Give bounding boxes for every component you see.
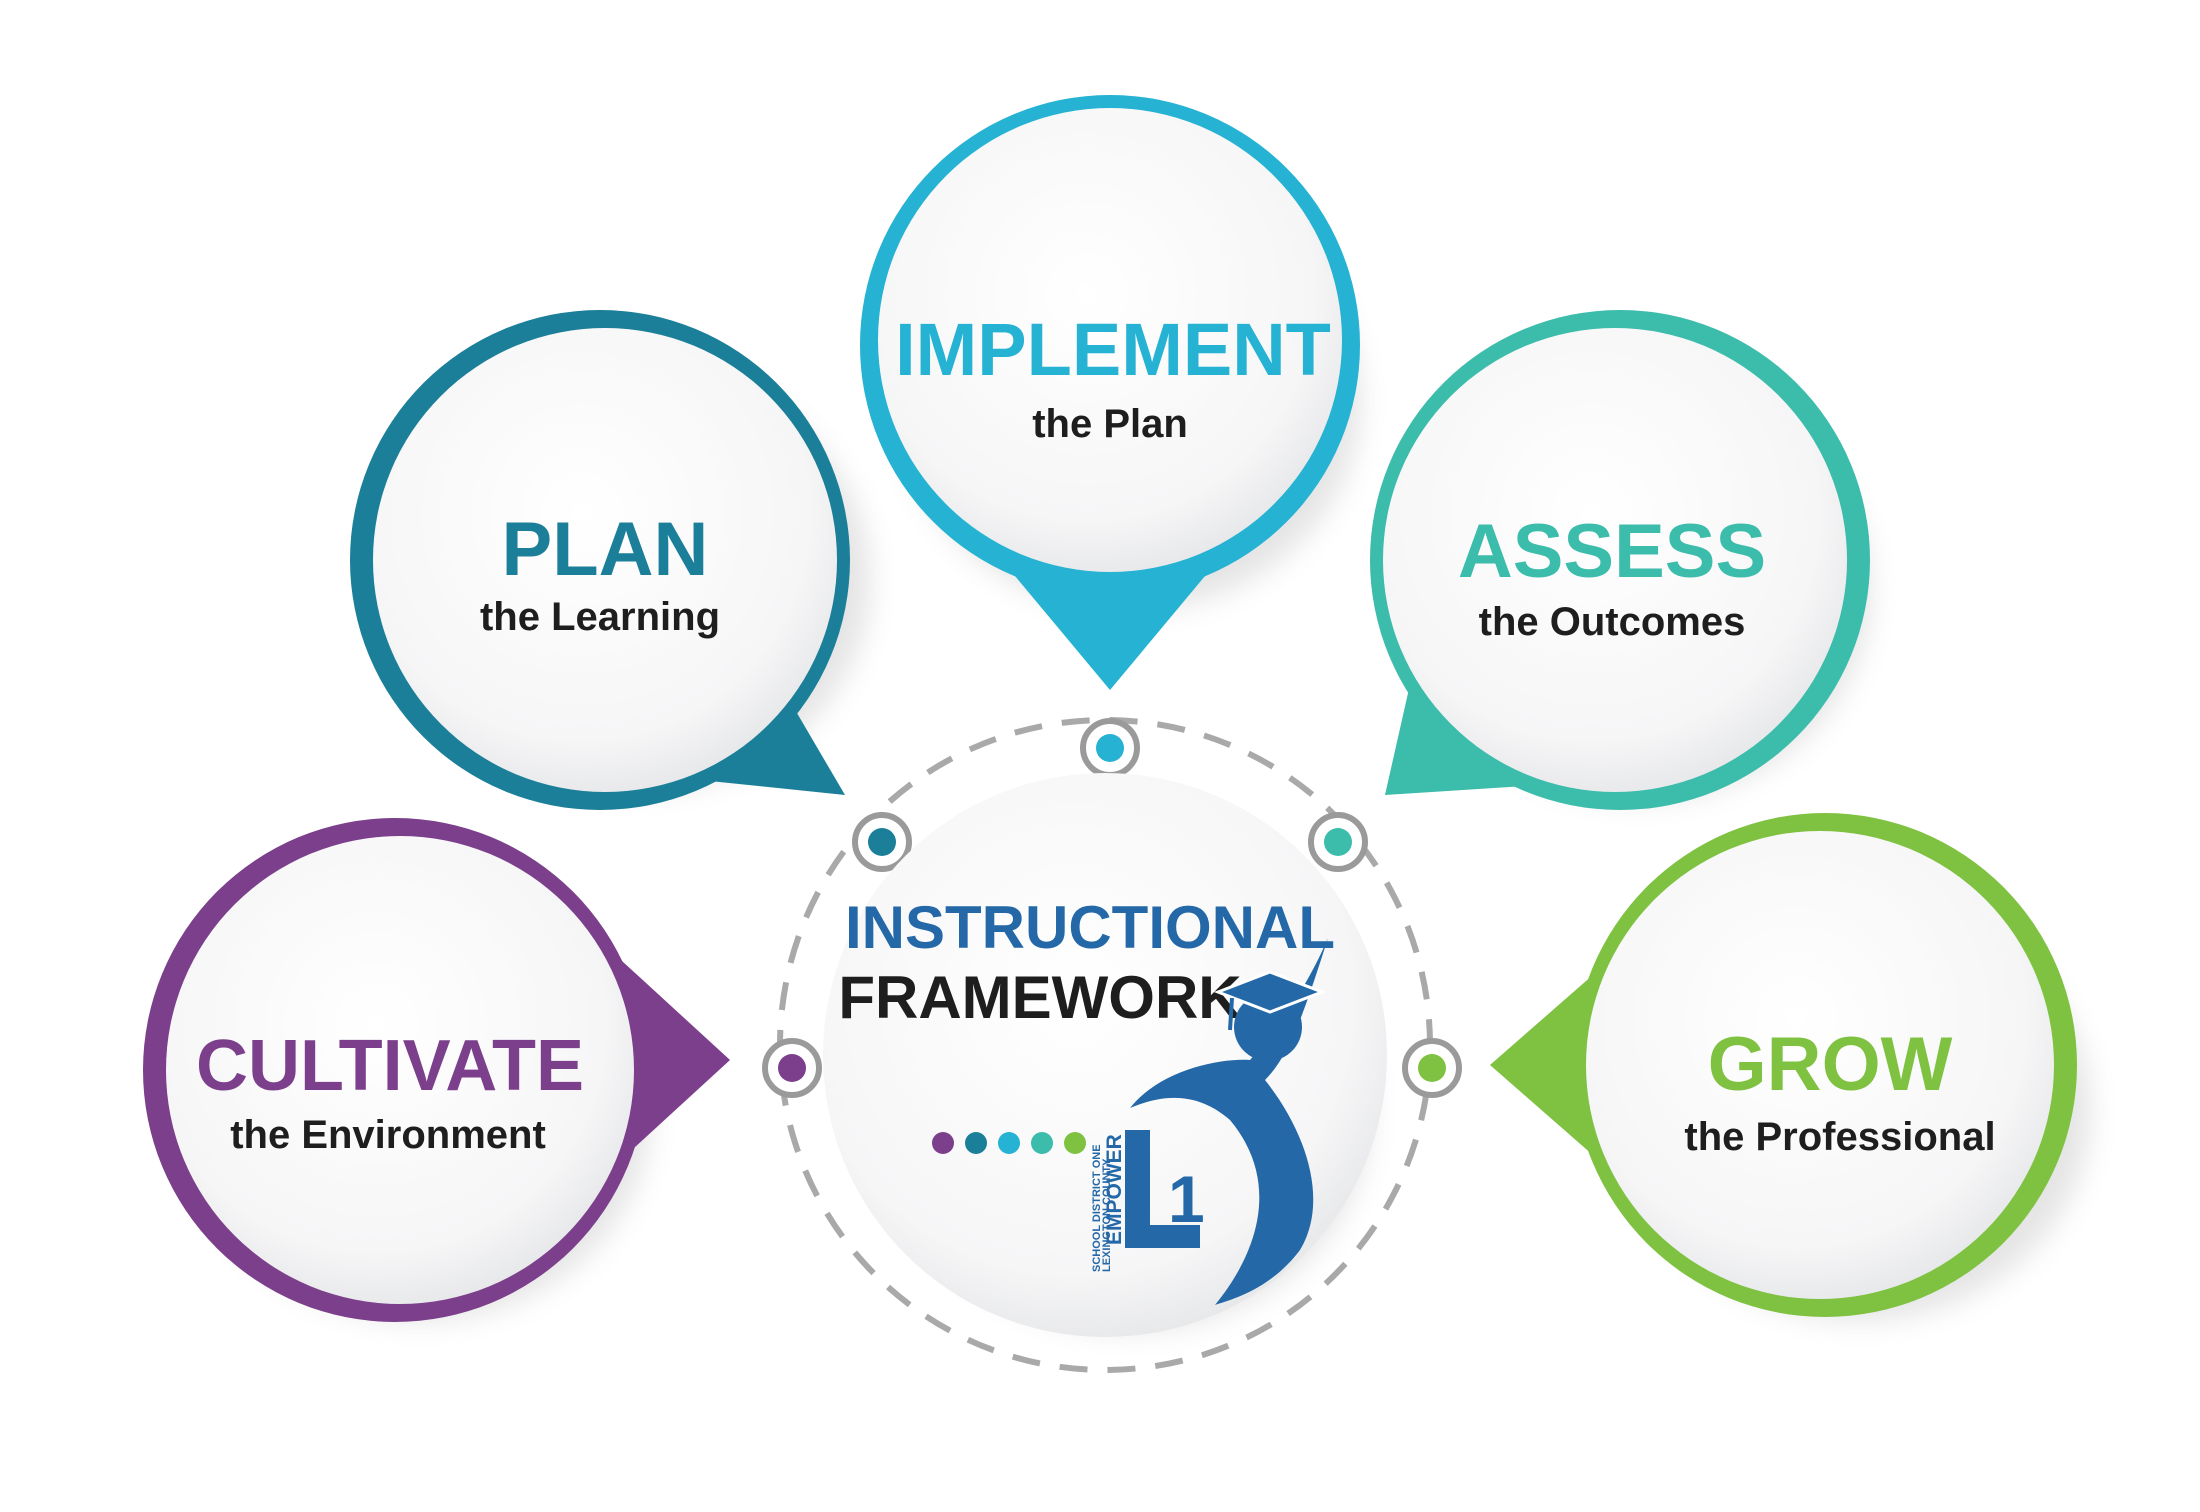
node-plan[interactable]: PLAN the Learning (350, 310, 850, 810)
logo-district-line1: LEXINGTON COUNTY (1101, 1158, 1113, 1272)
cultivate-title: CULTIVATE (196, 1026, 584, 1106)
grow-title: GROW (1708, 1022, 1953, 1107)
implement-title: IMPLEMENT (895, 308, 1331, 391)
node-grow[interactable]: GROW the Professional (1490, 813, 2077, 1317)
plan-title: PLAN (502, 507, 709, 592)
implement-subtitle: the Plan (1032, 402, 1188, 446)
logo-mark: 1 (1168, 1162, 1205, 1236)
implement-face (878, 108, 1342, 572)
logo-district-line2: SCHOOL DISTRICT ONE (1091, 1144, 1103, 1272)
center-title-line2: FRAMEWORK (838, 964, 1241, 1031)
assess-face (1383, 328, 1847, 792)
brand-dots (932, 1132, 1086, 1154)
assess-title: ASSESS (1458, 509, 1766, 594)
node-assess[interactable]: ASSESS the Outcomes (1370, 310, 1870, 810)
connector-dot-assess (1308, 812, 1368, 872)
connector-dot-grow (1402, 1038, 1462, 1098)
tassel (1228, 997, 1234, 1031)
empower-l1-logo: EMPOWER 1 LEXINGTON COUNTY SCHOOL DISTRI… (1091, 1130, 1205, 1272)
grow-face (1586, 831, 2054, 1299)
center-hub: INSTRUCTIONAL FRAMEWORK EMPOWER 1 LEXING… (823, 773, 1387, 1337)
connector-dots (762, 718, 1462, 1098)
mortarboard-icon (1213, 970, 1327, 1014)
connector-dot-cultivate (762, 1038, 822, 1098)
center-title-line1: INSTRUCTIONAL (845, 894, 1335, 961)
plan-face (373, 328, 837, 792)
grow-subtitle: the Professional (1684, 1115, 1995, 1159)
connector-dot-implement (1080, 718, 1140, 778)
plan-subtitle: the Learning (480, 595, 720, 639)
assess-subtitle: the Outcomes (1479, 600, 1746, 644)
graduate-head (1234, 993, 1302, 1061)
implement-pointer (1010, 570, 1210, 690)
node-implement[interactable]: IMPLEMENT the Plan (860, 95, 1360, 690)
connector-dot-plan (852, 812, 912, 872)
cultivate-face (166, 836, 634, 1304)
node-cultivate[interactable]: CULTIVATE the Environment (143, 818, 730, 1322)
center-face (823, 773, 1387, 1337)
cultivate-subtitle: the Environment (230, 1113, 546, 1157)
logo-l-shape (1125, 1130, 1200, 1248)
logo-side-word: EMPOWER (1103, 1134, 1126, 1245)
